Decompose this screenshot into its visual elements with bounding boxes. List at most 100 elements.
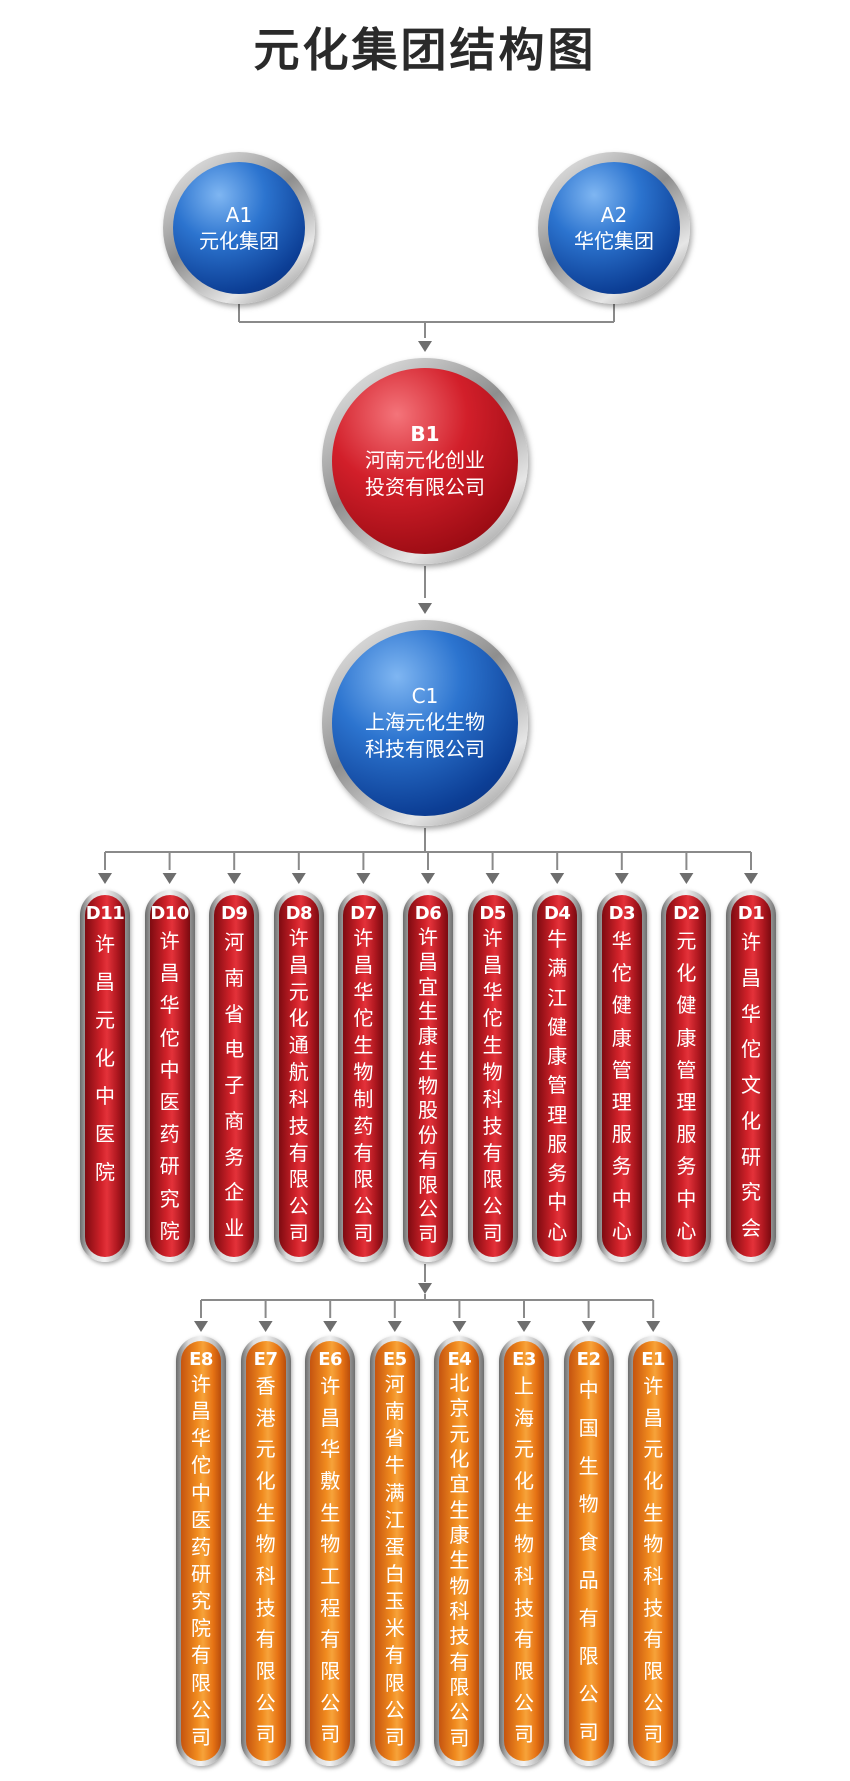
- name-char: 研: [159, 1154, 180, 1179]
- name-char: 佗: [482, 1006, 503, 1031]
- name-char: 生: [643, 1500, 664, 1525]
- name-char: 司: [384, 1724, 405, 1749]
- name-char: 生: [482, 1033, 503, 1058]
- name-char: 华: [320, 1437, 341, 1462]
- name-char: 康: [676, 1025, 697, 1050]
- name-char: 国: [578, 1416, 599, 1440]
- name-char: 司: [353, 1221, 374, 1246]
- arrowhead-26: [614, 873, 629, 884]
- node-b1-name-line-2: 投资有限公司: [365, 475, 485, 499]
- name-char: 公: [288, 1194, 309, 1219]
- arrowhead-40: [323, 1321, 338, 1332]
- name-char: 华: [191, 1426, 211, 1451]
- node-e3-name: 上海元化生物科技有限公司: [504, 1371, 544, 1761]
- name-char: 务: [224, 1144, 245, 1169]
- name-char: 中: [676, 1186, 697, 1211]
- arrowhead-24: [550, 873, 565, 884]
- node-a2-name: 华佗集团: [574, 228, 654, 253]
- name-char: 通: [288, 1033, 309, 1058]
- name-char: 有: [288, 1140, 309, 1165]
- name-char: 京: [449, 1396, 470, 1421]
- name-char: 限: [482, 1167, 503, 1192]
- name-char: 食: [578, 1530, 599, 1554]
- name-char: 佗: [191, 1453, 211, 1478]
- name-char: 省: [224, 1001, 245, 1026]
- name-char: 商: [224, 1108, 245, 1133]
- name-char: 服: [676, 1122, 697, 1147]
- name-char: 航: [288, 1060, 309, 1085]
- name-char: 司: [288, 1221, 309, 1246]
- name-char: 玉: [384, 1589, 405, 1614]
- name-char: 元: [643, 1437, 664, 1462]
- name-char: 公: [320, 1690, 341, 1715]
- name-char: 满: [384, 1480, 405, 1505]
- name-char: 文: [741, 1073, 761, 1098]
- arrowhead-6: [418, 603, 432, 614]
- name-char: 司: [578, 1720, 599, 1744]
- name-char: 公: [643, 1690, 664, 1715]
- name-char: 元: [449, 1421, 470, 1446]
- name-char: 究: [159, 1186, 180, 1211]
- node-a2: A2 华佗集团: [538, 152, 690, 304]
- arrowhead-12: [162, 873, 177, 884]
- name-char: 限: [320, 1658, 341, 1683]
- name-char: 昌: [320, 1405, 341, 1430]
- node-d9-id: D9: [220, 903, 248, 924]
- name-char: 华: [159, 993, 180, 1018]
- node-e1-id: E1: [641, 1349, 666, 1370]
- node-d7-name: 许昌华佗生物制药有限公司: [343, 925, 383, 1257]
- name-char: 技: [255, 1595, 276, 1620]
- node-d1-id: D1: [737, 903, 765, 924]
- name-char: 有: [514, 1627, 534, 1652]
- name-char: 科: [514, 1563, 534, 1588]
- name-char: 限: [578, 1644, 599, 1668]
- name-char: 司: [320, 1722, 341, 1747]
- name-char: 公: [255, 1690, 276, 1715]
- name-char: 企: [224, 1180, 245, 1205]
- name-char: 化: [741, 1108, 761, 1133]
- node-e4-id: E4: [447, 1349, 472, 1370]
- arrowhead-48: [581, 1321, 596, 1332]
- node-d4-name: 牛满江健康管理服务中心: [537, 925, 577, 1257]
- name-char: 佗: [611, 961, 632, 986]
- name-char: 有: [482, 1140, 503, 1165]
- arrowhead-14: [227, 873, 242, 884]
- name-char: 元: [288, 979, 309, 1004]
- name-char: 技: [643, 1595, 664, 1620]
- name-char: 昌: [741, 965, 761, 990]
- name-char: 许: [353, 926, 374, 950]
- name-char: 华: [741, 1001, 761, 1026]
- name-char: 许: [191, 1372, 211, 1396]
- name-char: 昌: [643, 1405, 664, 1430]
- name-char: 元: [95, 1008, 115, 1032]
- name-char: 河: [384, 1372, 405, 1396]
- name-char: 有: [320, 1627, 341, 1652]
- node-b1-name-line-1: 河南元化创业: [365, 448, 485, 472]
- node-e2-name: 中国生物食品有限公司: [569, 1371, 609, 1761]
- arrowhead-20: [421, 873, 435, 884]
- node-d10-id: D10: [150, 903, 189, 924]
- name-char: 生: [418, 999, 438, 1024]
- node-a1-name: 元化集团: [199, 228, 279, 253]
- node-d3-name: 华佗健康管理服务中心: [602, 925, 642, 1257]
- arrowhead-32: [418, 1283, 432, 1294]
- name-char: 昌: [159, 961, 180, 986]
- name-char: 河: [224, 930, 245, 954]
- node-e4-name: 北京元化宜生康生物科技有限公司: [439, 1371, 479, 1761]
- name-char: 生: [449, 1548, 470, 1573]
- name-char: 程: [320, 1595, 341, 1620]
- name-char: 有: [384, 1643, 405, 1668]
- name-char: 有: [449, 1649, 470, 1674]
- name-char: 康: [611, 1025, 632, 1050]
- node-e7-id: E7: [253, 1349, 278, 1370]
- name-char: 中: [191, 1480, 211, 1505]
- name-char: 药: [159, 1122, 180, 1147]
- name-char: 物: [353, 1060, 374, 1085]
